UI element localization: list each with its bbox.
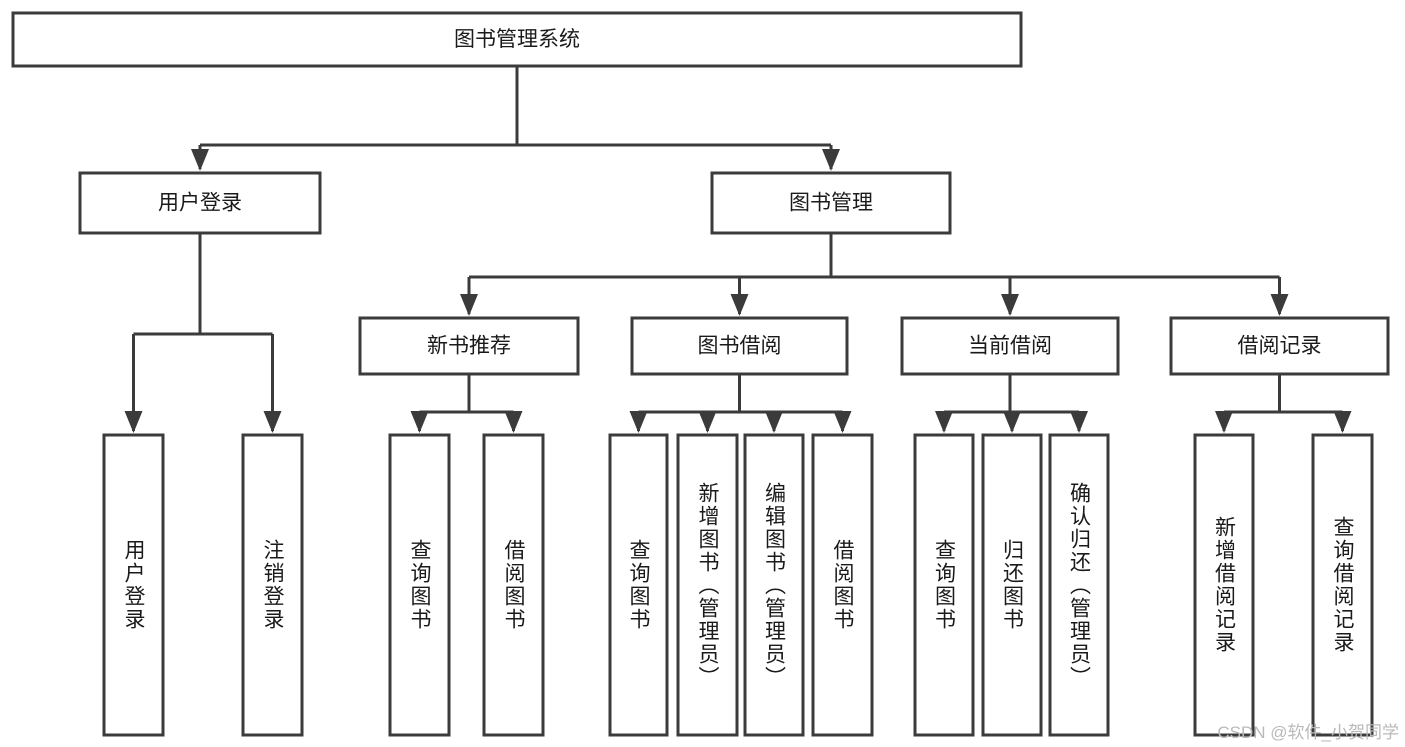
node-new-book-rec[interactable]: 新书推荐 <box>358 316 580 376</box>
arrow-user-login-1 <box>263 411 282 433</box>
leaf-box[interactable] <box>743 433 805 737</box>
arrow-borrow-record-1 <box>1333 411 1352 433</box>
node-leaf-edit-book[interactable] <box>743 433 805 737</box>
node-leaf-borrow-book-2[interactable] <box>811 433 874 737</box>
arrow-new-book-rec-0 <box>410 411 429 433</box>
leaf-box[interactable] <box>102 433 165 737</box>
node-leaf-return-book[interactable] <box>981 433 1043 737</box>
arrow-level3-3 <box>1270 294 1289 316</box>
arrow-level2-1 <box>822 149 840 171</box>
node-leaf-user-login[interactable] <box>102 433 165 737</box>
leaf-box[interactable] <box>981 433 1043 737</box>
root-box[interactable] <box>11 11 1023 68</box>
node-user-login[interactable]: 用户登录 <box>78 171 322 235</box>
arrow-borrow-record-0 <box>1215 411 1233 433</box>
leaf-box[interactable] <box>388 433 451 737</box>
branch-label: 当前借阅 <box>968 335 1052 358</box>
node-leaf-logout[interactable] <box>241 433 304 737</box>
node-leaf-query-book-2[interactable] <box>608 433 669 737</box>
arrow-current-borrow-2 <box>1070 411 1088 433</box>
root-label: 图书管理系统 <box>454 28 580 51</box>
arrow-book-borrow-2 <box>765 411 783 433</box>
leaf-box[interactable] <box>1193 433 1255 737</box>
branch-box[interactable] <box>900 316 1120 376</box>
branch-label: 新书推荐 <box>427 335 511 358</box>
leaf-box[interactable] <box>811 433 874 737</box>
leaf-box[interactable] <box>482 433 545 737</box>
branch-label: 借阅记录 <box>1238 335 1322 358</box>
node-leaf-add-book[interactable] <box>676 433 739 737</box>
arrow-level3-1 <box>730 294 749 316</box>
arrow-level2-0 <box>191 149 209 171</box>
node-root[interactable]: 图书管理系统 <box>11 11 1023 68</box>
arrow-book-borrow-0 <box>629 411 648 433</box>
branch-box[interactable] <box>1169 316 1390 376</box>
arrow-book-borrow-1 <box>698 411 717 433</box>
node-book-borrow[interactable]: 图书借阅 <box>630 316 849 376</box>
csdn-watermark: CSDN @软件_小贺同学 <box>1217 723 1399 742</box>
edge-layer <box>124 66 1352 433</box>
leaf-box[interactable] <box>608 433 669 737</box>
node-leaf-query-book-1[interactable] <box>388 433 451 737</box>
node-leaf-add-record[interactable] <box>1193 433 1255 737</box>
node-borrow-record[interactable]: 借阅记录 <box>1169 316 1390 376</box>
branch-box[interactable] <box>630 316 849 376</box>
node-book-manage[interactable]: 图书管理 <box>710 171 952 235</box>
branch-box[interactable] <box>358 316 580 376</box>
branch-box[interactable] <box>710 171 952 235</box>
leaf-box[interactable] <box>241 433 304 737</box>
arrow-book-borrow-3 <box>833 411 852 433</box>
arrow-current-borrow-1 <box>1003 411 1021 433</box>
node-leaf-query-book-3[interactable] <box>913 433 975 737</box>
arrow-new-book-rec-1 <box>504 411 523 433</box>
leaf-box[interactable] <box>1048 433 1110 737</box>
branch-label: 图书管理 <box>789 192 873 215</box>
node-leaf-borrow-book-1[interactable] <box>482 433 545 737</box>
branch-box[interactable] <box>78 171 322 235</box>
node-leaf-query-record[interactable] <box>1311 433 1374 737</box>
leaf-box[interactable] <box>1311 433 1374 737</box>
arrow-level3-2 <box>1001 294 1019 316</box>
branch-label: 用户登录 <box>158 192 242 215</box>
arrow-current-borrow-0 <box>935 411 953 433</box>
branch-label: 图书借阅 <box>698 335 782 358</box>
arrow-user-login-0 <box>124 411 143 433</box>
leaf-box[interactable] <box>676 433 739 737</box>
node-current-borrow[interactable]: 当前借阅 <box>900 316 1120 376</box>
arrow-level3-0 <box>460 294 478 316</box>
leaf-box[interactable] <box>913 433 975 737</box>
node-leaf-confirm-return[interactable] <box>1048 433 1110 737</box>
